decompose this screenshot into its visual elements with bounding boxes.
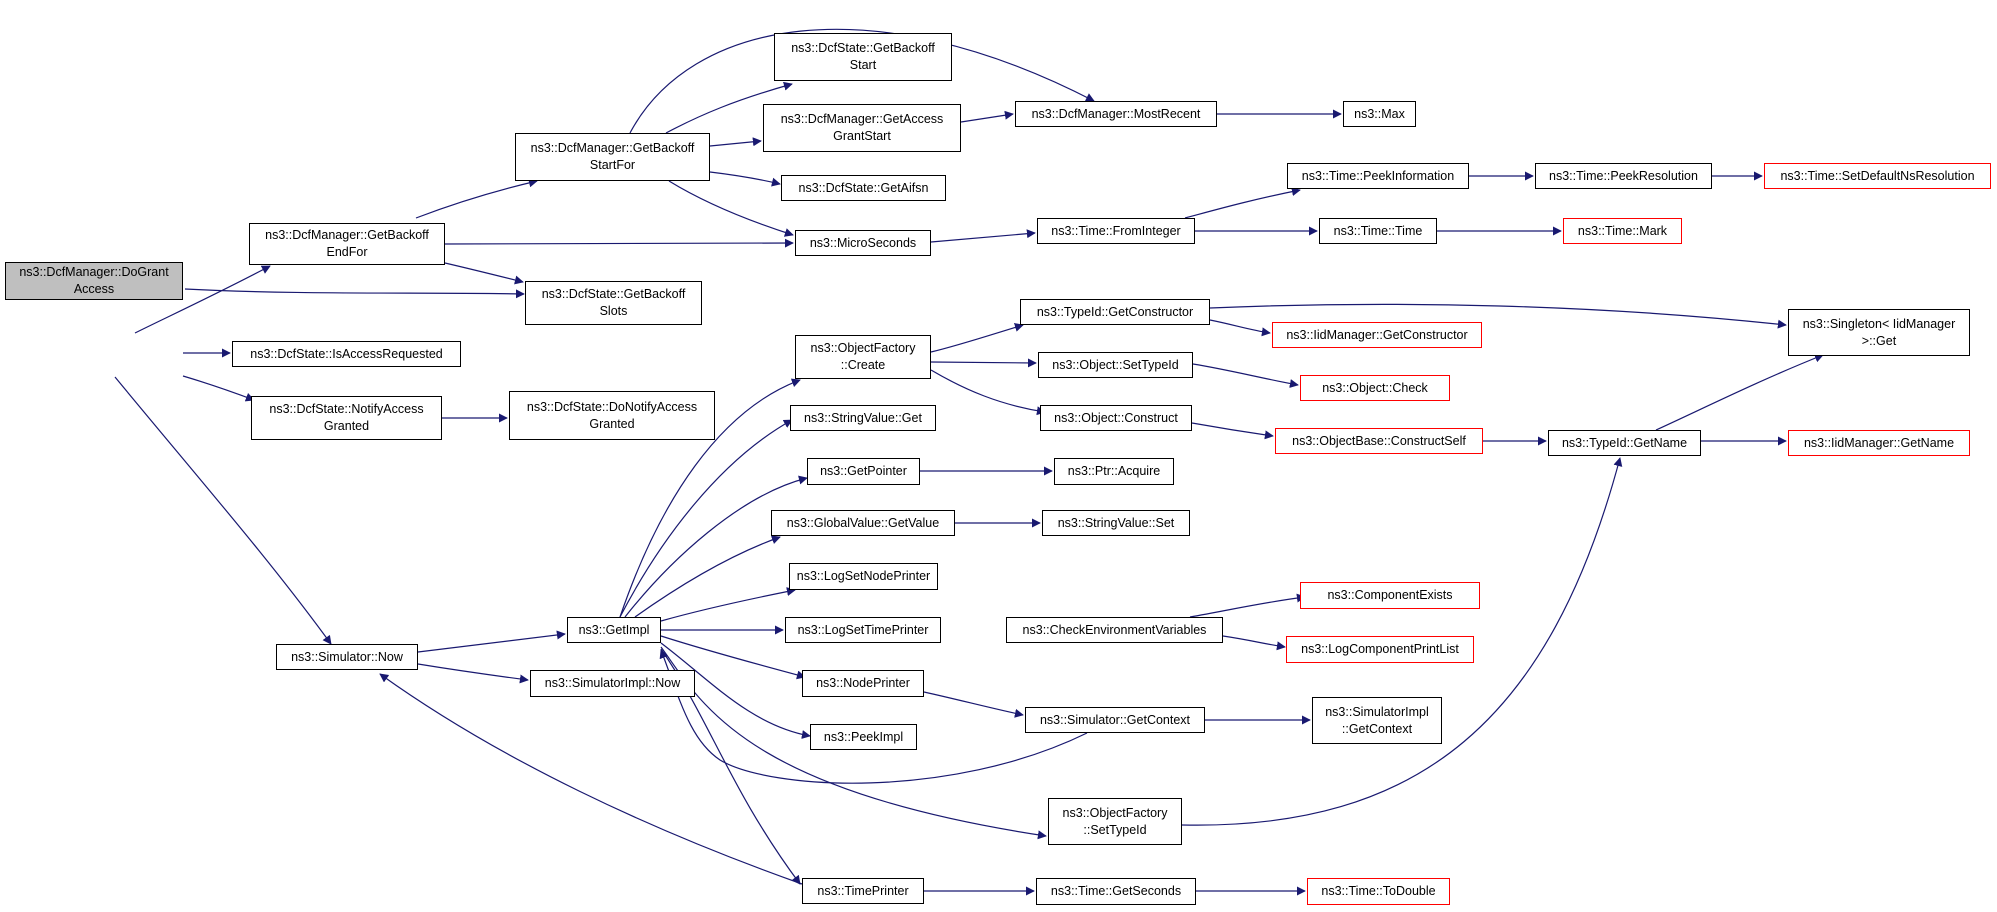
edge-to-typeIdGetName [1181,457,1623,826]
node-dcfstate-notifyaccess-granted[interactable]: ns3::DcfState::NotifyAccess Granted [251,396,442,440]
node-checkenvironmentvariables[interactable]: ns3::CheckEnvironmentVariables [1006,617,1223,643]
edge-to-componentExists [1189,593,1306,618]
node-nodeprinter[interactable]: ns3::NodePrinter [802,670,924,697]
node-typeid-getname[interactable]: ns3::TypeId::GetName [1548,430,1701,456]
node-time-peekinformation[interactable]: ns3::Time::PeekInformation [1287,163,1469,189]
node-dcfstate-getaifsn[interactable]: ns3::DcfState::GetAifsn [781,175,946,201]
node-time-todouble[interactable]: ns3::Time::ToDouble [1307,878,1450,905]
node-time-time[interactable]: ns3::Time::Time [1319,218,1437,244]
node-typeid-getconstructor[interactable]: ns3::TypeId::GetConstructor [1020,299,1210,325]
node-time-peekresolution[interactable]: ns3::Time::PeekResolution [1535,163,1712,189]
edge-to-objectCheck [1192,363,1299,388]
edge-to-simulatorNow [114,376,332,645]
node-simulator-now[interactable]: ns3::Simulator::Now [276,644,418,670]
node-stringvalue-set[interactable]: ns3::StringValue::Set [1042,510,1190,536]
node-dcfstate-isaccessrequested[interactable]: ns3::DcfState::IsAccessRequested [232,341,461,367]
edge-to-getImpl [659,649,1088,784]
node-objectfactory-settypeid[interactable]: ns3::ObjectFactory ::SetTypeId [1048,798,1182,845]
edge-to-getAifsn [709,171,781,187]
edge-to-peekImpl [660,642,811,739]
node-time-mark[interactable]: ns3::Time::Mark [1563,218,1682,244]
node-simulatorimpl-getcontext[interactable]: ns3::SimulatorImpl ::GetContext [1312,697,1442,744]
edge-to-objectFactoryCreate [619,378,801,618]
edge-to-logSetNodePrinter [660,587,796,622]
node-singleton-iidmanager-get[interactable]: ns3::Singleton< IidManager >::Get [1788,309,1970,356]
node-globalvalue-getvalue[interactable]: ns3::GlobalValue::GetValue [771,510,955,536]
node-dcfmanager-getbackoff-endfor[interactable]: ns3::DcfManager::GetBackoff EndFor [249,223,445,265]
node-dcfmanager-getbackoff-startfor[interactable]: ns3::DcfManager::GetBackoff StartFor [515,133,710,181]
edge-to-stringValueGet [619,419,793,618]
edge-to-objectConstruct [930,369,1046,416]
edge-to-timeFromInteger [930,229,1036,243]
edge-to-mostRecent [629,28,1095,134]
edge-to-microSeconds [444,238,794,248]
node-object-check[interactable]: ns3::Object::Check [1300,375,1450,401]
edge-to-mostRecent [960,110,1014,123]
edge-to-getBackoffSlots [444,262,524,285]
node-objectbase-constructself[interactable]: ns3::ObjectBase::ConstructSelf [1275,428,1483,454]
edge-to-logComponentPrintList [1222,635,1286,651]
node-simulator-getcontext[interactable]: ns3::Simulator::GetContext [1025,707,1205,733]
edge-to-constructSelf [1191,422,1274,440]
node-time-frominteger[interactable]: ns3::Time::FromInteger [1037,218,1195,244]
edge-to-getBackoffStartFor [415,178,538,219]
node-objectfactory-create[interactable]: ns3::ObjectFactory ::Create [795,335,931,379]
node-componentexists[interactable]: ns3::ComponentExists [1300,582,1480,609]
edge-to-getBackoffEndFor [134,265,271,334]
node-getpointer[interactable]: ns3::GetPointer [807,458,920,485]
edge-to-simulatorNow [379,673,803,885]
edge-to-dcfStateGetBackoffStart [665,81,793,134]
node-stringvalue-get[interactable]: ns3::StringValue::Get [790,405,936,431]
edge-to-objectSetTypeId [930,358,1037,368]
edge-to-peekInformation [1184,187,1301,219]
node-object-settypeid[interactable]: ns3::Object::SetTypeId [1038,352,1193,378]
edge-to-getImpl [417,630,566,653]
edge-to-getAccessGrantStart [709,137,762,147]
node-microseconds[interactable]: ns3::MicroSeconds [795,230,931,256]
edge-to-singletonGet [1209,303,1787,329]
node-dcfstate-donotifyaccess-granted[interactable]: ns3::DcfState::DoNotifyAccess Granted [509,391,715,440]
edge-to-notifyAccessGranted [182,375,255,402]
node-dcfmanager-getaccess-grantstart[interactable]: ns3::DcfManager::GetAccess GrantStart [763,104,961,152]
edge-to-singletonGet [1655,353,1824,431]
node-max[interactable]: ns3::Max [1343,101,1416,127]
node-dcfstate-getbackoff-start[interactable]: ns3::DcfState::GetBackoff Start [774,33,952,81]
node-time-getseconds[interactable]: ns3::Time::GetSeconds [1036,878,1196,905]
node-logsetnodeprinter[interactable]: ns3::LogSetNodePrinter [789,563,938,590]
edge-to-iidGetConstructor [1209,319,1271,337]
node-ptr-acquire[interactable]: ns3::Ptr::Acquire [1054,458,1174,485]
node-iidmanager-getname[interactable]: ns3::IidManager::GetName [1788,430,1970,456]
node-dcfmanager-dogrant-access[interactable]: ns3::DcfManager::DoGrant Access [5,262,183,300]
node-iidmanager-getconstructor[interactable]: ns3::IidManager::GetConstructor [1272,322,1482,348]
edge-to-getBackoffSlots [184,288,525,299]
edge-to-microSeconds [668,180,794,237]
edge-to-simulatorImplNow [417,663,529,684]
node-peekimpl[interactable]: ns3::PeekImpl [810,724,917,750]
node-dcfstate-getbackoff-slots[interactable]: ns3::DcfState::GetBackoff Slots [525,281,702,325]
node-dcfmanager-mostrecent[interactable]: ns3::DcfManager::MostRecent [1015,101,1217,127]
edge-to-typeIdGetConstructor [930,323,1024,353]
node-object-construct[interactable]: ns3::Object::Construct [1040,405,1192,431]
node-simulatorimpl-now[interactable]: ns3::SimulatorImpl::Now [530,670,695,697]
node-logsettimeprinter[interactable]: ns3::LogSetTimePrinter [785,617,941,643]
edge-to-globalValueGetValue [634,535,781,618]
edge-to-getPointer [624,475,808,618]
node-timeprinter[interactable]: ns3::TimePrinter [802,878,924,904]
node-logcomponentprintlist[interactable]: ns3::LogComponentPrintList [1286,636,1474,663]
edge-to-nodePrinter [660,635,806,680]
node-getimpl[interactable]: ns3::GetImpl [567,617,661,643]
edge-to-simulatorGetContext [923,691,1024,718]
node-time-setdefaultnsresolution[interactable]: ns3::Time::SetDefaultNsResolution [1764,163,1991,189]
